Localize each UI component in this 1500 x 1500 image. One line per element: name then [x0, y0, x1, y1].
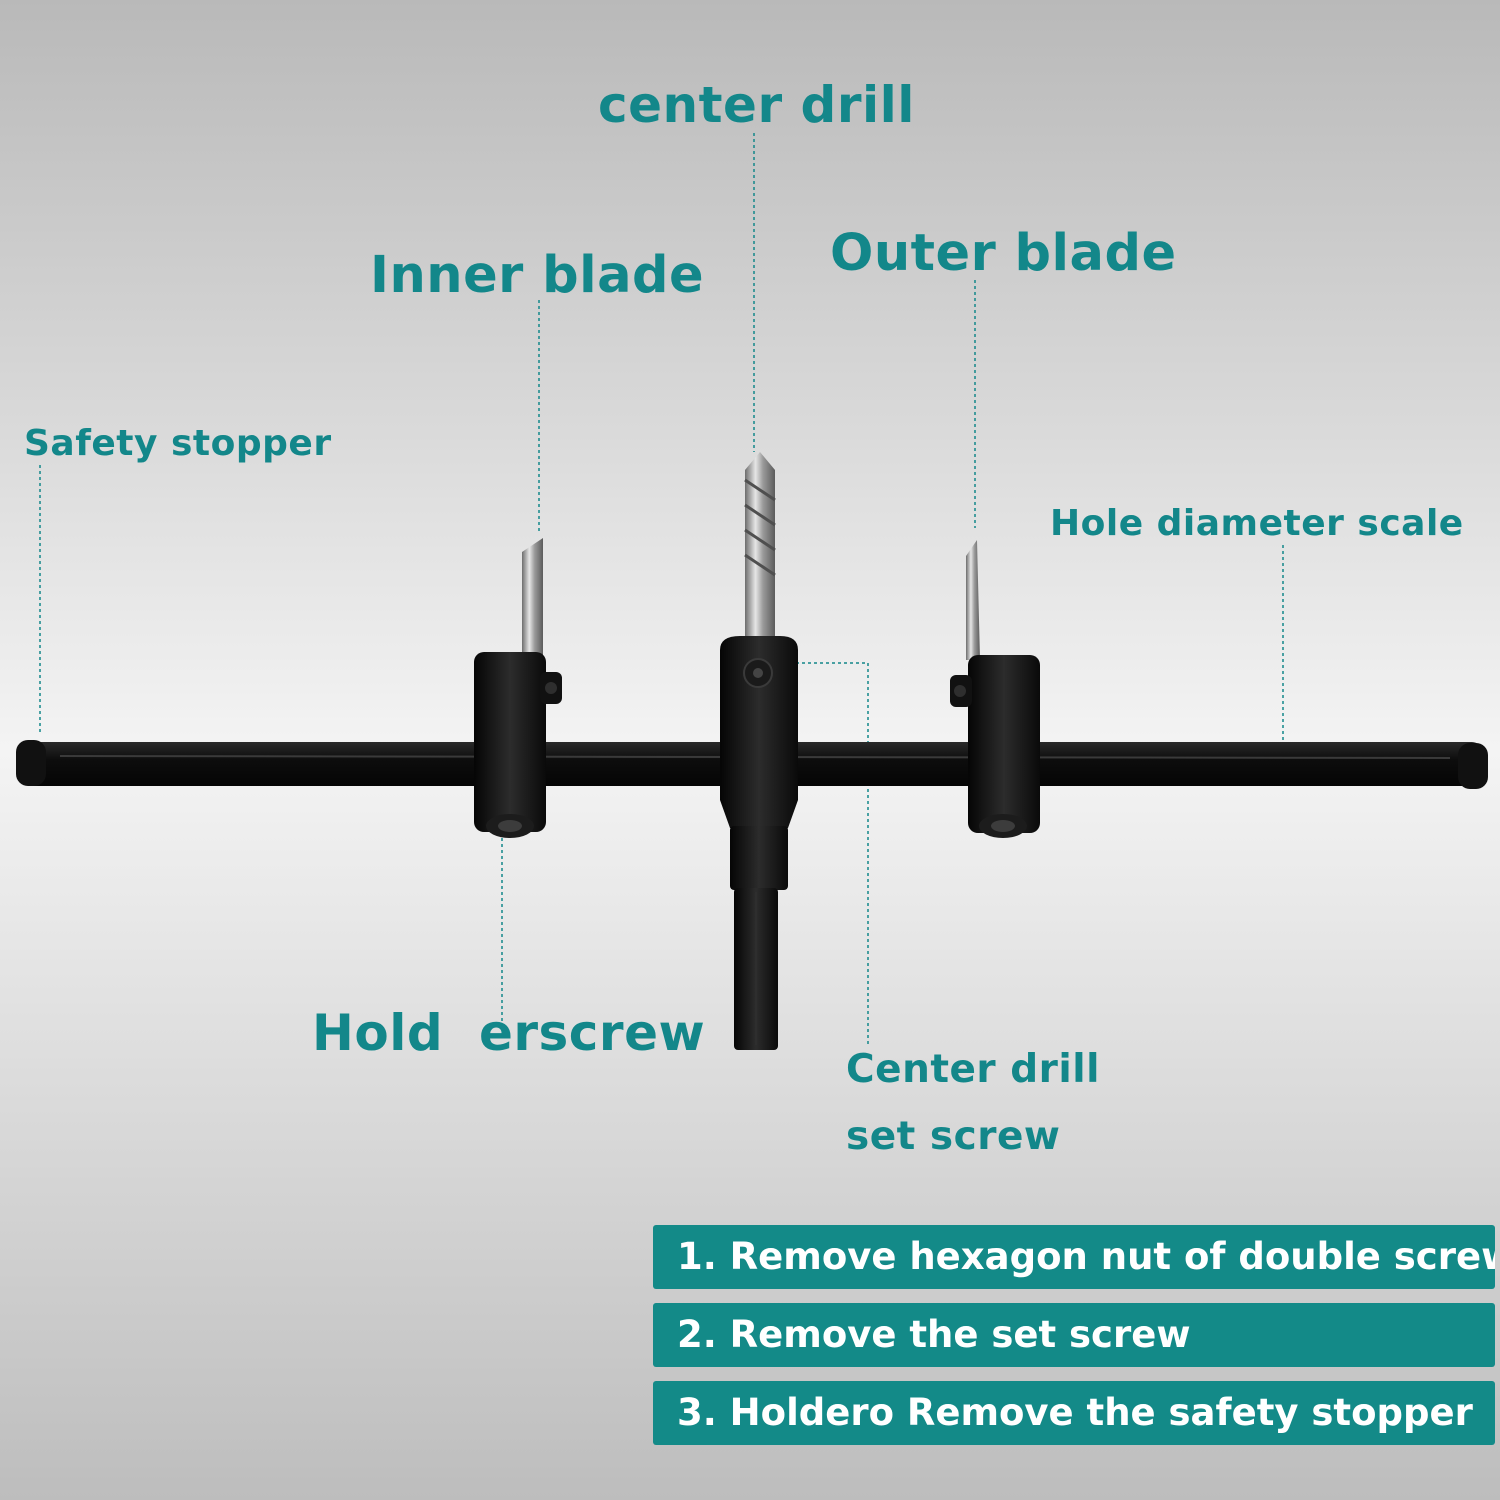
label-hole-diameter-scale: Hole diameter scale	[1050, 503, 1464, 544]
label-safety-stopper: Safety stopper	[24, 423, 332, 464]
step-1: 1. Remove hexagon nut of double screw	[653, 1225, 1495, 1289]
label-center-drill-set-screw-line1: Center drill	[846, 1047, 1100, 1092]
step-3: 3. Holdero Remove the safety stopper	[653, 1381, 1495, 1445]
label-holder-screw: Hold erscrew	[312, 1004, 706, 1062]
instruction-steps: 1. Remove hexagon nut of double screw 2.…	[653, 1225, 1495, 1459]
outer-blade-part	[950, 540, 1040, 838]
label-center-drill: center drill	[598, 76, 915, 134]
inner-blade-part	[474, 538, 562, 838]
step-2: 2. Remove the set screw	[653, 1303, 1495, 1367]
label-inner-blade: Inner blade	[370, 246, 705, 305]
center-drill-part	[720, 452, 798, 1050]
label-center-drill-set-screw-line2: set screw	[846, 1114, 1061, 1159]
label-outer-blade: Outer blade	[830, 224, 1177, 283]
